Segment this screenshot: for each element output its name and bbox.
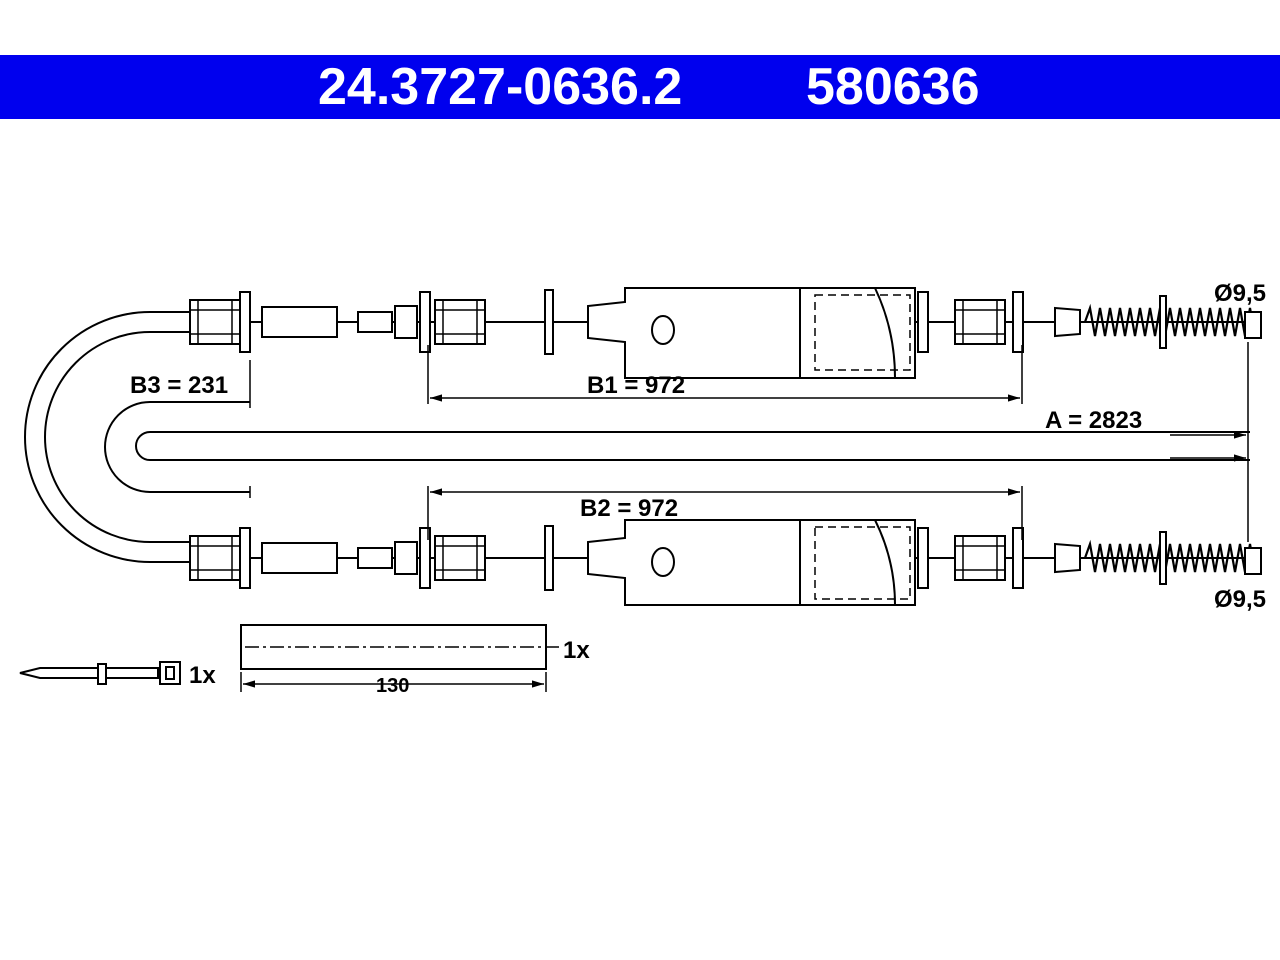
- dimension-b3-label: B3 = 231: [130, 372, 228, 399]
- sleeve-quantity: 1x: [563, 637, 590, 664]
- cable-tie-icon: [19, 661, 181, 685]
- cable-tie-quantity: 1x: [189, 662, 216, 689]
- dimension-b2-label: B2 = 972: [580, 495, 678, 522]
- dimension-lines: [249, 342, 1249, 542]
- cable-assembly-bottom: [189, 519, 1262, 606]
- reference-number: 580636: [806, 58, 980, 116]
- part-number: 24.3727-0636.2: [318, 58, 683, 116]
- cable-assembly-top: [189, 287, 1262, 379]
- diameter-bottom-label: Ø9,5: [1214, 586, 1266, 613]
- diameter-top-label: Ø9,5: [1214, 280, 1266, 307]
- protective-sleeve-icon: [240, 624, 560, 692]
- dimension-b1-label: B1 = 972: [587, 372, 685, 399]
- sleeve-length-label: 130: [376, 675, 409, 697]
- dimension-a-label: A = 2823: [1045, 407, 1142, 434]
- cable-icon: [24, 311, 1250, 563]
- header-bar: [0, 55, 1280, 119]
